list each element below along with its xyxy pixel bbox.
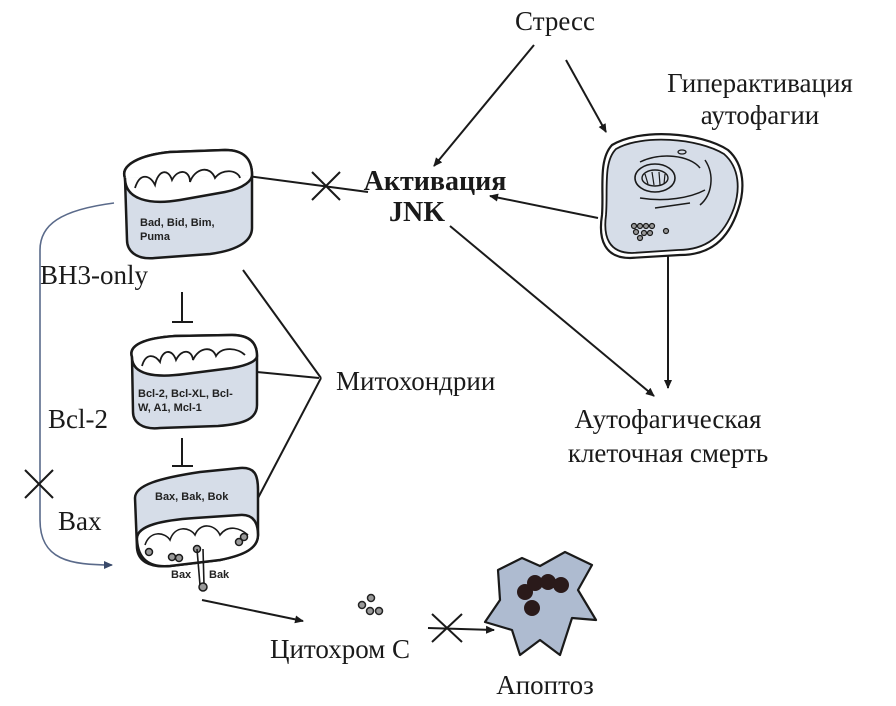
arrow-autophagy-to-jnk	[489, 193, 599, 219]
inhibition-bcl2-bax	[172, 438, 193, 467]
inhibition-bh3-bcl2	[172, 292, 193, 323]
cytochrome-c-label: Цитохром С	[270, 634, 410, 664]
bh3-mito-label-1: Bad, Bid, Bim,	[140, 217, 215, 229]
autophagic-death-label-1: Аутофагическая	[575, 404, 762, 434]
bracket-line-bottom	[257, 377, 322, 499]
stress-label: Стресс	[515, 6, 595, 36]
autophagy-hyperactivation-label-1: Гиперактивация	[667, 68, 853, 98]
autophagic-cell-icon	[599, 133, 744, 260]
bax-mito-label-right: Bak	[209, 569, 230, 581]
autophagic-death-label-2: клеточная смерть	[568, 438, 768, 468]
mitochondrion-bh3-only-icon: Bad, Bid, Bim, Puma	[123, 148, 254, 260]
block-mark-apoptosis	[431, 613, 463, 643]
bcl2-label: Bcl-2	[48, 404, 108, 434]
bax-mito-label-left: Bax	[171, 569, 192, 581]
bcl2-mito-label-1: Bcl-2, Bcl-XL, Bcl-	[138, 388, 233, 400]
apoptotic-cell-icon	[483, 550, 598, 657]
block-mark-jnk-mito	[311, 171, 341, 201]
arrow-jnk-to-autophagic-death	[449, 225, 655, 397]
autophagy-hyperactivation-label-2: аутофагии	[701, 100, 820, 130]
bh3-mito-label-2: Puma	[140, 231, 171, 243]
dashed-path-bh3-to-bax	[39, 202, 115, 569]
bh3-only-label: BH3-only	[40, 260, 149, 290]
bax-mito-label-top: Bax, Bak, Bok	[155, 491, 229, 503]
bracket-line-top	[242, 269, 322, 379]
apoptosis-label: Апоптоз	[496, 670, 594, 700]
jnk-activation-label-2: JNK	[389, 197, 445, 228]
arrow-stress-to-jnk	[433, 44, 535, 167]
jnk-activation-label-1: Активация	[364, 166, 507, 197]
bax-label: Bax	[58, 506, 102, 536]
mitochondrion-bax-icon: Bax, Bak, Bok Bax Bak	[133, 466, 260, 592]
bracket-line-middle	[256, 371, 320, 379]
mitochondria-label: Митохондрии	[336, 366, 495, 396]
cytochrome-c-molecules-icon	[357, 593, 384, 616]
arrow-stress-to-autophagy	[565, 59, 607, 133]
arrow-jnk-to-mitochondria	[239, 172, 369, 193]
block-mark-dashed-path	[24, 469, 54, 499]
mitochondrion-bcl2-icon: Bcl-2, Bcl-XL, Bcl- W, A1, Mcl-1	[130, 333, 259, 430]
arrow-cytochrome-to-apoptosis	[427, 625, 495, 634]
bcl2-mito-label-2: W, A1, Mcl-1	[138, 402, 202, 414]
arrow-bax-to-cytochrome-c	[201, 599, 304, 624]
